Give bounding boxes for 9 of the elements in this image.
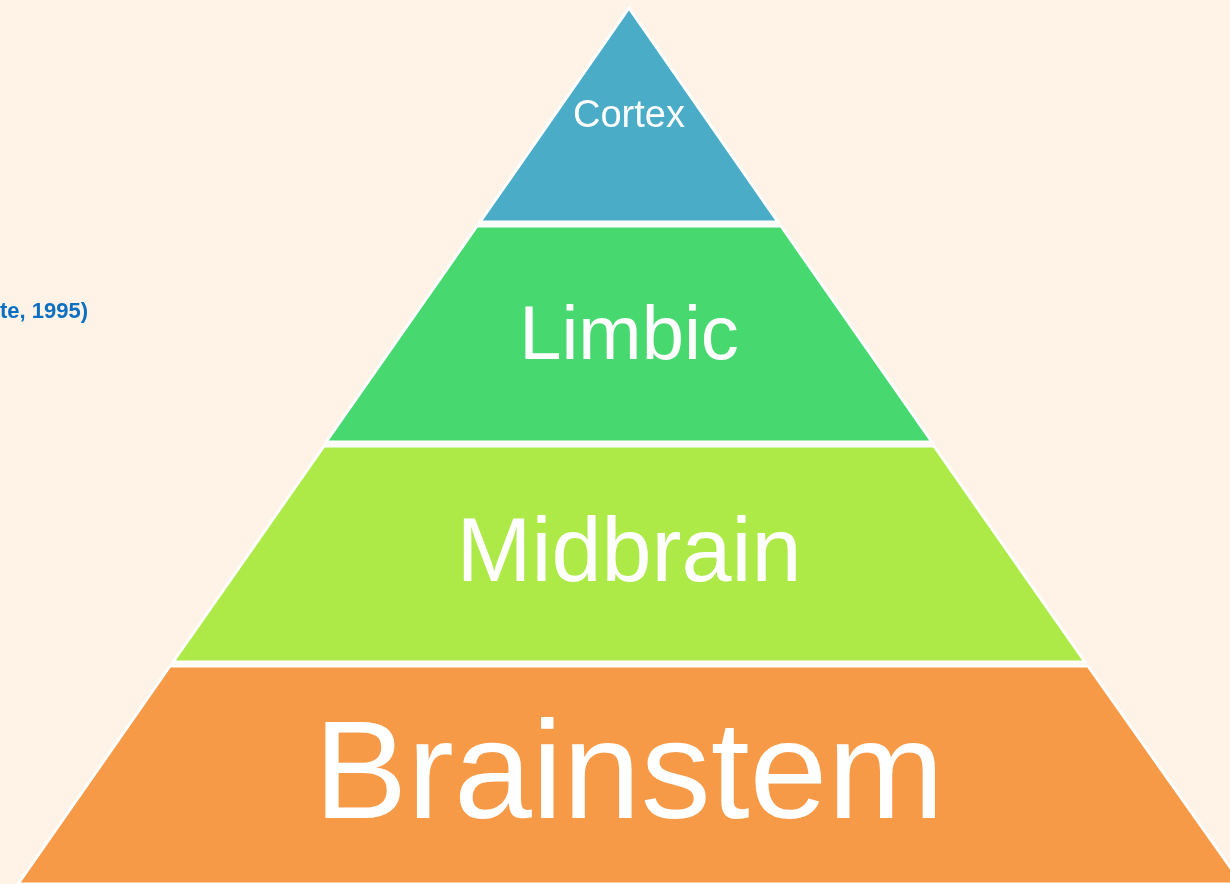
pyramid-tier [173,446,1085,662]
tier-label: Midbrain [456,505,802,595]
citation-text: te, 1995) [0,298,89,324]
pyramid-tier [18,666,1230,884]
tier-label: Brainstem [313,700,945,840]
tier-label: Cortex [573,95,685,133]
tier-label: Limbic [519,295,739,371]
pyramid-tier [326,226,932,442]
pyramid-tier [480,8,778,222]
